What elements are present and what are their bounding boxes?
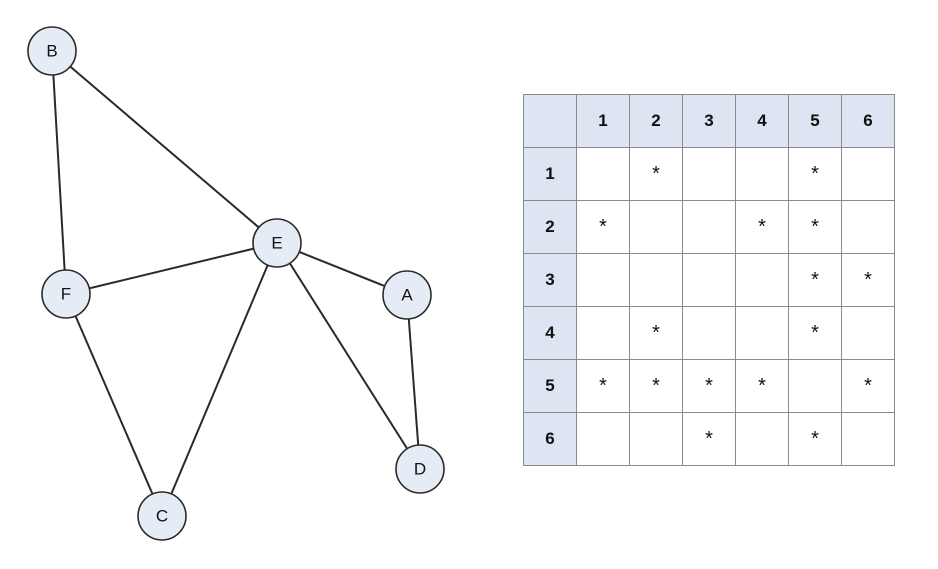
matrix-cell — [576, 412, 630, 466]
matrix-cell: * — [735, 359, 789, 413]
matrix-cell — [576, 306, 630, 360]
matrix-cell: * — [788, 306, 842, 360]
matrix-cell: * — [629, 147, 683, 201]
matrix-row-header: 2 — [523, 200, 577, 254]
graph-node-label: F — [61, 285, 71, 304]
matrix-cell: * — [682, 412, 736, 466]
matrix-cell — [841, 412, 895, 466]
matrix-cell — [629, 200, 683, 254]
matrix-row-header: 3 — [523, 253, 577, 307]
matrix-corner-cell — [523, 94, 577, 148]
matrix-cell: * — [682, 359, 736, 413]
matrix-column-header: 3 — [682, 94, 736, 148]
graph-edge-a-d — [406, 294, 421, 470]
graph-nodes: B E F A D C — [27, 26, 445, 541]
matrix-cell: * — [841, 253, 895, 307]
graph-node-d: D — [395, 444, 445, 494]
graph-edge-e-c — [161, 242, 278, 517]
matrix-cell — [682, 200, 736, 254]
matrix-row: 6 * * — [523, 412, 895, 466]
matrix-cell — [576, 147, 630, 201]
matrix-cell — [841, 306, 895, 360]
graph-node-e: E — [252, 218, 302, 268]
graph-edge-f-c — [65, 293, 163, 517]
matrix-header-row: 1 2 3 4 5 6 — [523, 94, 895, 148]
matrix-cell — [682, 147, 736, 201]
matrix-row: 2*** — [523, 200, 895, 254]
matrix-row-header: 5 — [523, 359, 577, 413]
graph-node-label: C — [156, 507, 168, 526]
matrix-cell — [788, 359, 842, 413]
graph-node-label: E — [271, 234, 282, 253]
matrix-row: 3 ** — [523, 253, 895, 307]
graph-node-circle — [252, 218, 302, 268]
graph-node-circle — [137, 491, 187, 541]
graph-node-a: A — [382, 270, 432, 320]
graph-edge-b-e — [51, 50, 278, 244]
matrix-cell — [735, 306, 789, 360]
graph-node-circle — [382, 270, 432, 320]
matrix-column-header: 2 — [629, 94, 683, 148]
matrix-cell: * — [788, 412, 842, 466]
matrix-row-header: 4 — [523, 306, 577, 360]
matrix-cell — [841, 147, 895, 201]
graph-node-b: B — [27, 26, 77, 76]
matrix-row: 4 * * — [523, 306, 895, 360]
graph-edges — [51, 50, 421, 517]
matrix-cell: * — [788, 147, 842, 201]
graph-node-circle — [27, 26, 77, 76]
matrix-cell — [735, 147, 789, 201]
matrix-cell — [841, 200, 895, 254]
matrix-row-header: 6 — [523, 412, 577, 466]
graph-node-label: D — [414, 460, 426, 479]
graph-node-circle — [395, 444, 445, 494]
matrix-cell — [682, 253, 736, 307]
adjacency-matrix: 1 2 3 4 5 6 1**2***3**4**5*****6** — [523, 94, 895, 466]
graph-node-circle — [41, 269, 91, 319]
matrix-body: 1**2***3**4**5*****6** — [523, 147, 895, 466]
matrix-cell — [735, 412, 789, 466]
matrix-column-header: 6 — [841, 94, 895, 148]
matrix-cell: * — [629, 359, 683, 413]
matrix-row-header: 1 — [523, 147, 577, 201]
matrix-row: 1 * * — [523, 147, 895, 201]
matrix-cell — [682, 306, 736, 360]
matrix-cell — [629, 253, 683, 307]
matrix-cell: * — [735, 200, 789, 254]
matrix-column-header: 1 — [576, 94, 630, 148]
matrix-cell — [576, 253, 630, 307]
matrix-cell: * — [788, 200, 842, 254]
graph-edge-f-e — [65, 242, 278, 295]
matrix-cell: * — [629, 306, 683, 360]
graph-node-c: C — [137, 491, 187, 541]
graph-node-label: B — [46, 42, 57, 61]
graph-edge-e-d — [276, 242, 421, 470]
matrix-cell: * — [576, 200, 630, 254]
network-graph: B E F A D C — [27, 26, 445, 541]
matrix-cell: * — [576, 359, 630, 413]
matrix-column-header: 5 — [788, 94, 842, 148]
graph-node-f: F — [41, 269, 91, 319]
graph-edge-b-f — [51, 50, 67, 295]
matrix-column-header: 4 — [735, 94, 789, 148]
matrix-row: 5***** — [523, 359, 895, 413]
matrix-cell: * — [788, 253, 842, 307]
matrix-cell — [735, 253, 789, 307]
matrix-cell: * — [841, 359, 895, 413]
graph-node-label: A — [401, 286, 413, 305]
matrix-cell — [629, 412, 683, 466]
